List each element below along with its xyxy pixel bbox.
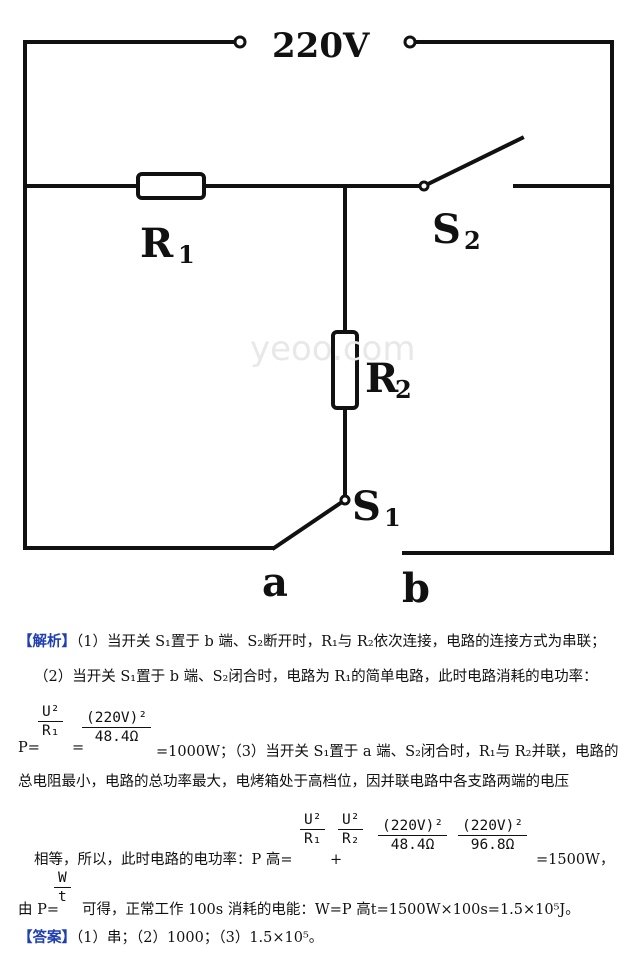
analysis-tag: 【解析】 — [18, 633, 76, 650]
analysis-line-2: （2）当开关 S₁置于 b 端、S₂闭合时，电路为 R₁的简单电路，此时电路消耗… — [34, 669, 598, 685]
r2-label-sub: 2 — [395, 375, 412, 404]
terminal-left — [233, 35, 247, 49]
s2-label-sub: 2 — [464, 226, 481, 255]
s1-switch-blade — [271, 497, 348, 551]
r2-label: R — [365, 355, 399, 402]
fraction-u2-r1-b: U² R₁ — [300, 812, 326, 847]
plus-sign: + — [330, 852, 343, 868]
power-p-prefix: P= — [18, 740, 40, 756]
terminal-a-label: a — [262, 559, 288, 606]
terminal-b-label: b — [402, 565, 430, 610]
circuit-diagram: 220V R 1 S 2 R 2 S 1 a b yeoo.com — [23, 26, 614, 610]
s1-pivot — [339, 494, 351, 506]
watermark: yeoo.com — [250, 329, 415, 369]
equals-sign: = — [72, 740, 85, 756]
analysis-text-1: （1）当开关 S₁置于 b 端、S₂断开时，R₁与 R₂依次连接，电路的连接方式… — [76, 634, 606, 650]
voltage-label: 220V — [272, 26, 370, 66]
fraction-u2-r1: U² R₁ — [38, 704, 64, 739]
fraction-u2-r2: U² R₂ — [338, 812, 364, 847]
answer-line: 【答案】（1）串；（2）1000；（3）1.5×10⁵。 — [18, 928, 323, 948]
analysis-text-6: 可得，正常工作 100s 消耗的电能：W=P 高t=1500W×100s=1.5… — [82, 902, 580, 918]
s1-label: S — [352, 483, 381, 530]
fraction-220-48-b: (220V)² 48.4Ω — [378, 818, 448, 853]
analysis-line-4: 总电阻最小，电路的总功率最大，电烤箱处于高档位，因并联电路中各支路两端的电压 — [18, 774, 569, 790]
s2-label: S — [432, 206, 461, 253]
analysis-text-3: =1000W；（3）当开关 S₁置于 a 端、S₂闭合时，R₁与 R₂并联，电路… — [156, 744, 619, 760]
s1-label-sub: 1 — [384, 503, 401, 532]
fraction-220-96: (220V)² 96.8Ω — [458, 818, 528, 853]
s2-switch-blade — [421, 135, 525, 189]
analysis-text-5: 相等，所以，此时电路的电功率：P 高= — [34, 852, 293, 868]
analysis-line-1: 【解析】（1）当开关 S₁置于 b 端、S₂断开时，R₁与 R₂依次连接，电路的… — [18, 632, 606, 652]
fraction-w-t: W t — [54, 870, 71, 905]
r2-resistor — [331, 330, 359, 410]
fraction-220-48: (220V)² 48.4Ω — [82, 710, 152, 745]
analysis-text-6-prefix: 由 P= — [18, 902, 60, 918]
terminal-right — [403, 35, 417, 49]
r1-resistor — [136, 172, 206, 200]
answer-text: （1）串；（2）1000；（3）1.5×10⁵。 — [76, 930, 324, 946]
answer-tag: 【答案】 — [18, 929, 76, 946]
result-1500w: =1500W， — [536, 852, 615, 868]
r1-label: R — [140, 220, 174, 267]
r1-label-sub: 1 — [178, 240, 195, 269]
s2-pivot — [418, 180, 430, 192]
